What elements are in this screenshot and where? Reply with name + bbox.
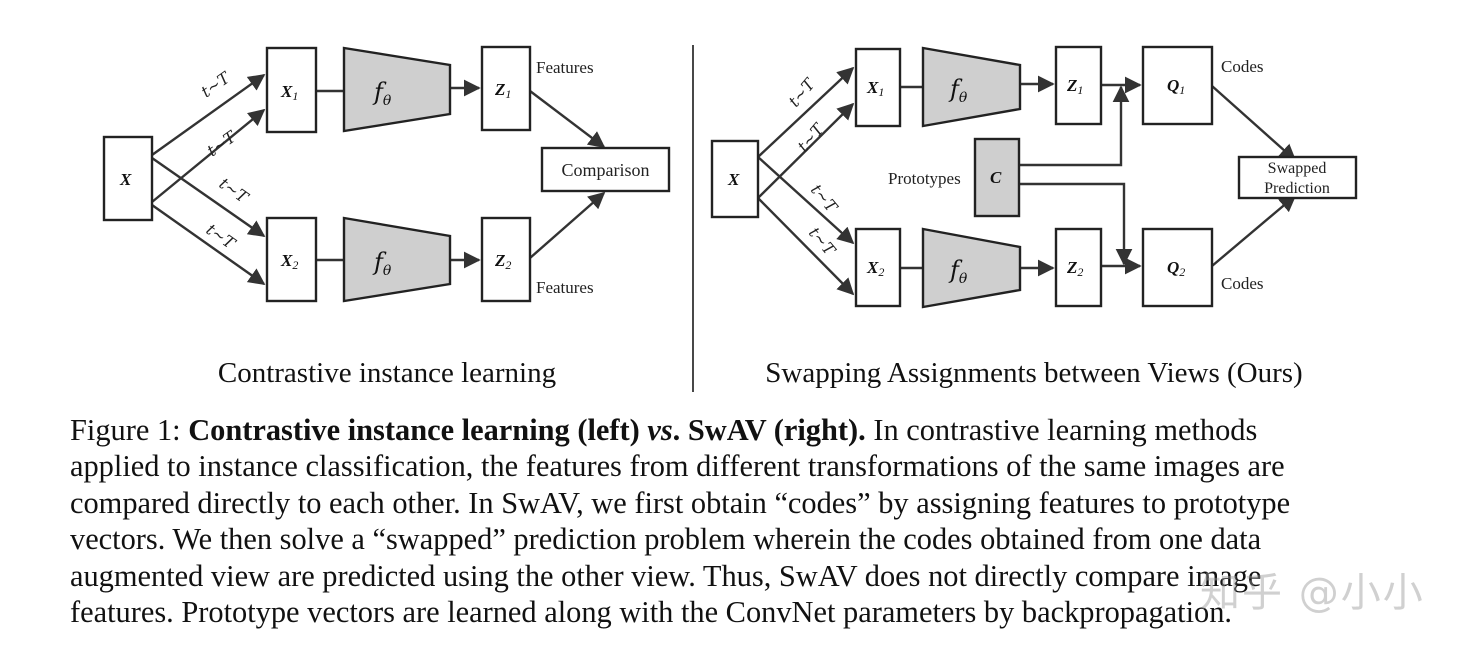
features-top-label: Features	[536, 58, 594, 77]
r-view2-box	[854, 227, 902, 308]
t-label-3: t~T	[216, 174, 253, 208]
edge-c-to-q1	[1019, 85, 1130, 167]
edge-x-to-x2b	[151, 204, 266, 285]
edge-x-to-x1	[151, 74, 266, 156]
edge-rx-to-x2	[757, 156, 855, 245]
edge-q1-to-swap	[1211, 85, 1297, 162]
encoder-top	[342, 46, 452, 133]
q1-label: Q1	[1167, 76, 1185, 97]
z2-box	[480, 216, 532, 303]
caption-italic-vs: vs	[647, 413, 673, 447]
prototypes-label: Prototypes	[888, 169, 961, 188]
watermark: 知乎 @小小	[1200, 570, 1425, 616]
left-panel: X X1 X2 fθ fθ Z1 Z2 Features Features Co…	[102, 45, 671, 389]
r-encoder-bottom	[921, 227, 1022, 309]
figure-diagram: X X1 X2 fθ fθ Z1 Z2 Features Features Co…	[102, 45, 1358, 392]
z1-box	[480, 45, 532, 132]
edge-rx-to-x1b	[757, 102, 855, 199]
caption-line-6: features. Prototype vectors are learned …	[70, 595, 1233, 630]
comparison-box	[540, 146, 671, 193]
caption-line-3: compared directly to each other. In SwAV…	[70, 485, 1291, 520]
right-panel: X X1 X2 fθ fθ Z1 Z2 Q1 Q2 C Prototypes C…	[710, 45, 1358, 389]
prototypes-c-box	[973, 137, 1021, 218]
edge-rx-to-x2b	[757, 197, 855, 296]
edge-x-to-x1b	[151, 108, 266, 203]
prototypes-c-label: C	[990, 168, 1002, 187]
r-z1-label: Z1	[1066, 76, 1083, 97]
q2-box	[1141, 227, 1214, 308]
encoder-bottom	[342, 216, 452, 303]
r-t-label-4: t~T	[805, 223, 840, 260]
z1-label: Z1	[494, 80, 511, 101]
q2-label: Q2	[1167, 258, 1185, 279]
comparison-label: Comparison	[562, 160, 650, 180]
caption-bold-1: Contrastive instance learning (left)	[188, 413, 648, 447]
t-label-1: t~T	[197, 67, 234, 101]
edge-x-to-x2	[151, 157, 266, 237]
caption-bold-2: . SwAV (right).	[672, 413, 866, 447]
caption-line1-rest: In contrastive learning methods	[865, 413, 1258, 447]
edge-rx-to-x1	[757, 66, 855, 158]
swapped-line2: Prediction	[1264, 180, 1330, 197]
codes-bottom-label: Codes	[1221, 274, 1264, 293]
right-panel-title: Swapping Assignments between Views (Ours…	[765, 357, 1302, 389]
r-z1-box	[1054, 45, 1103, 126]
view2-label: X2	[280, 251, 298, 272]
view2-box	[265, 216, 318, 303]
figure-caption: Figure 1: Contrastive instance learning …	[70, 412, 1400, 630]
z2-label: Z2	[494, 251, 511, 272]
edge-z1-to-comparison	[529, 90, 606, 149]
view1-label: X1	[280, 82, 298, 103]
edge-z2-to-comparison	[529, 191, 606, 259]
codes-top-label: Codes	[1221, 57, 1264, 76]
r-view1-box	[854, 47, 902, 128]
r-view2-label: X2	[866, 258, 884, 279]
caption-line-1: Figure 1: Contrastive instance learning …	[70, 412, 1400, 448]
r-z2-label: Z2	[1066, 258, 1083, 279]
features-bottom-label: Features	[536, 278, 594, 297]
caption-line-2: applied to instance classification, the …	[70, 449, 1285, 484]
input-x-box	[102, 135, 154, 222]
swapped-line1: Swapped	[1268, 160, 1327, 177]
left-panel-title: Contrastive instance learning	[218, 357, 556, 389]
swapped-prediction-box	[1237, 155, 1358, 200]
caption-line-4: vectors. We then solve a “swapped” predi…	[70, 522, 1262, 557]
r-input-x-box	[710, 139, 760, 219]
edge-c-to-q2	[1019, 182, 1133, 266]
view1-box	[265, 46, 318, 134]
r-encoder-top	[921, 46, 1022, 128]
r-view1-label: X1	[866, 78, 884, 99]
q1-box	[1141, 45, 1214, 126]
r-input-x-label: X	[727, 170, 740, 189]
caption-line-5: augmented view are predicted using the o…	[70, 558, 1262, 593]
r-t-label-2: t~T	[794, 119, 829, 156]
caption-figure-label: Figure 1:	[70, 413, 189, 447]
input-x-label: X	[119, 170, 132, 189]
r-z2-box	[1054, 227, 1103, 308]
t-label-4: t~T	[203, 220, 240, 254]
r-t-label-3: t~T	[807, 180, 842, 217]
edge-q2-to-swap	[1211, 194, 1297, 267]
